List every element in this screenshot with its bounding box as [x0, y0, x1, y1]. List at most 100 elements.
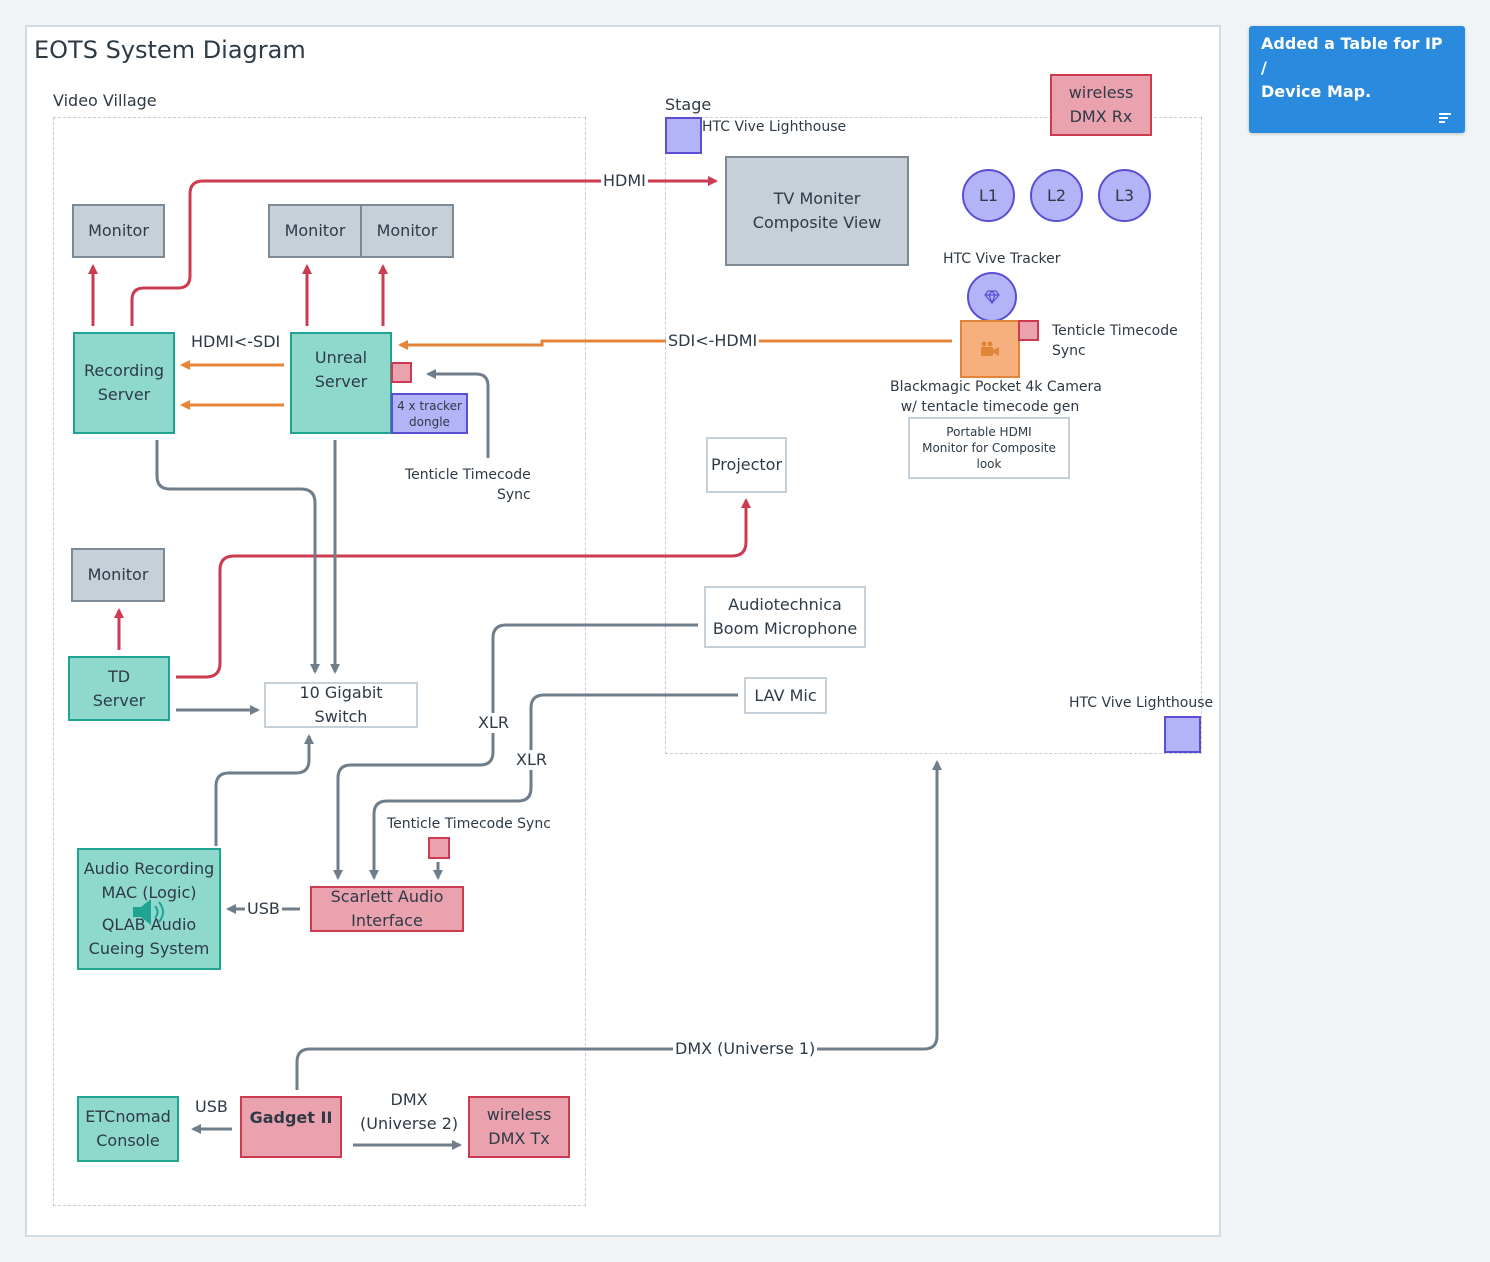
edge-label-xlr-1: XLR — [476, 713, 511, 733]
edge-label-hdmi: HDMI — [601, 171, 648, 191]
light-l2[interactable]: L2 — [1030, 169, 1083, 222]
scarlett-line-1: Scarlett Audio — [330, 887, 444, 906]
wireless-tx-line-1: wireless — [486, 1105, 552, 1124]
timecode-to-unreal — [426, 369, 490, 458]
video-village-zone — [53, 117, 586, 1206]
unreal-timecode-box[interactable] — [391, 362, 412, 383]
portable-monitor-line-2: Monitor for Composite — [922, 441, 1056, 455]
diamond-icon — [984, 290, 1000, 304]
light-l1[interactable]: L1 — [962, 169, 1015, 222]
lav-to-scarlett — [369, 693, 738, 880]
video-camera-icon — [981, 341, 999, 356]
blackmagic-camera[interactable] — [960, 320, 1020, 378]
etcnomad-line-1: ETCnomad — [85, 1107, 171, 1126]
portable-monitor-line-1: Portable HDMI — [946, 425, 1032, 439]
lighthouse-top-label: HTC Vive Lighthouse — [702, 119, 847, 135]
timecode-camera-line-1: Tenticle Timecode — [1052, 323, 1178, 339]
monitor-1[interactable]: Monitor — [72, 204, 165, 258]
audio-mac-line-4: Cueing System — [88, 939, 210, 958]
vive-tracker-label: HTC Vive Tracker — [943, 251, 1061, 267]
recording-server-line-2: Server — [97, 385, 151, 404]
camera-label-line-2: w/ tentacle timecode gen — [900, 399, 1080, 415]
td-server-line-2: Server — [92, 690, 146, 710]
monitor-2-label: Monitor — [284, 221, 346, 240]
camera-label-line-1: Blackmagic Pocket 4k Camera — [890, 379, 1102, 395]
monitor-3-label: Monitor — [376, 221, 438, 240]
edge-label-dmx-universe-2: DMX (Universe 2) — [360, 1088, 458, 1136]
recording-to-switch — [155, 440, 320, 674]
vive-tracker[interactable] — [967, 272, 1017, 322]
boom-mic-line-1: Audiotechnica — [728, 595, 842, 614]
unreal-server-line-2: Server — [314, 372, 368, 391]
wireless-rx-line-1: wireless — [1068, 83, 1134, 102]
stage-label: Stage — [665, 95, 712, 114]
timecode-unreal-line-2: Sync — [496, 487, 531, 503]
timecode-camera-line-2: Sync — [1052, 343, 1086, 359]
td-server-line-1: TD — [107, 666, 131, 686]
diagram-title: EOTS System Diagram — [34, 36, 306, 64]
note-line-2: Device Map. — [1261, 82, 1372, 101]
video-village-label: Video Village — [53, 91, 157, 110]
stage-zone — [665, 117, 1202, 754]
portable-monitor-line-3: look — [976, 457, 1002, 471]
recording-server-line-1: Recording — [83, 361, 165, 380]
scarlett-timecode-box[interactable] — [428, 837, 450, 859]
monitor-2[interactable]: Monitor — [268, 204, 362, 258]
gigabit-switch-line-2: Switch — [314, 707, 368, 726]
hdmi-recording-to-tv — [130, 176, 718, 326]
td-server[interactable]: TD Server — [68, 656, 170, 721]
speaker-icon — [133, 899, 164, 925]
portable-hdmi-monitor[interactable]: Portable HDMI Monitor for Composite look — [908, 417, 1070, 479]
lighthouse-bottom-label: HTC Vive Lighthouse — [1069, 695, 1214, 711]
edge-label-dmx-universe-1: DMX (Universe 1) — [673, 1039, 818, 1059]
monitor-4-label: Monitor — [87, 565, 149, 584]
lighthouse-top[interactable] — [665, 117, 702, 154]
audio-mac-line-2: MAC (Logic) — [101, 883, 197, 902]
lav-mic-label: LAV Mic — [754, 685, 817, 705]
lav-mic[interactable]: LAV Mic — [744, 677, 827, 714]
etcnomad-line-2: Console — [96, 1131, 160, 1150]
monitor-4[interactable]: Monitor — [71, 548, 165, 602]
edge-label-sdi-hdmi: SDI<-HDMI — [666, 331, 760, 351]
edge-label-usb-audio: USB — [245, 899, 282, 919]
unreal-server-line-1: Unreal — [314, 348, 368, 367]
edge-label-xlr-2: XLR — [514, 750, 549, 770]
tv-monitor-line-2: Composite View — [752, 213, 882, 232]
wireless-rx-line-2: DMX Rx — [1069, 107, 1133, 126]
monitor-3[interactable]: Monitor — [360, 204, 454, 258]
tracker-dongle-line-2: dongle — [409, 414, 450, 429]
timecode-unreal-line-1: Tenticle Timecode — [405, 467, 531, 483]
projector-label: Projector — [710, 455, 783, 474]
gadget-ii[interactable]: Gadget II — [240, 1096, 342, 1158]
diagram-canvas — [25, 25, 1221, 1237]
hdmi-td-to-projector — [176, 498, 751, 679]
audio-mac-to-switch — [214, 734, 314, 846]
lighthouse-bottom[interactable] — [1164, 716, 1201, 753]
edge-label-hdmi-sdi: HDMI<-SDI — [191, 332, 281, 351]
note-line-1: Added a Table for IP / — [1261, 34, 1443, 77]
sticky-note[interactable]: Added a Table for IP / Device Map. — [1249, 26, 1465, 133]
edge-label-dmx-line-2: (Universe 2) — [360, 1114, 459, 1133]
projector[interactable]: Projector — [706, 437, 787, 493]
light-l3[interactable]: L3 — [1098, 169, 1151, 222]
gadget-to-rx — [295, 760, 942, 1090]
camera-label: Blackmagic Pocket 4k Camera w/ tentacle t… — [890, 377, 1102, 417]
tracker-dongle-line-1: 4 x tracker — [397, 398, 462, 413]
text-align-icon — [1439, 113, 1451, 123]
boom-mic-line-2: Boom Microphone — [712, 619, 858, 638]
timecode-scarlett-label: Tenticle Timecode Sync — [387, 816, 551, 832]
camera-timecode-box[interactable] — [1018, 320, 1039, 341]
